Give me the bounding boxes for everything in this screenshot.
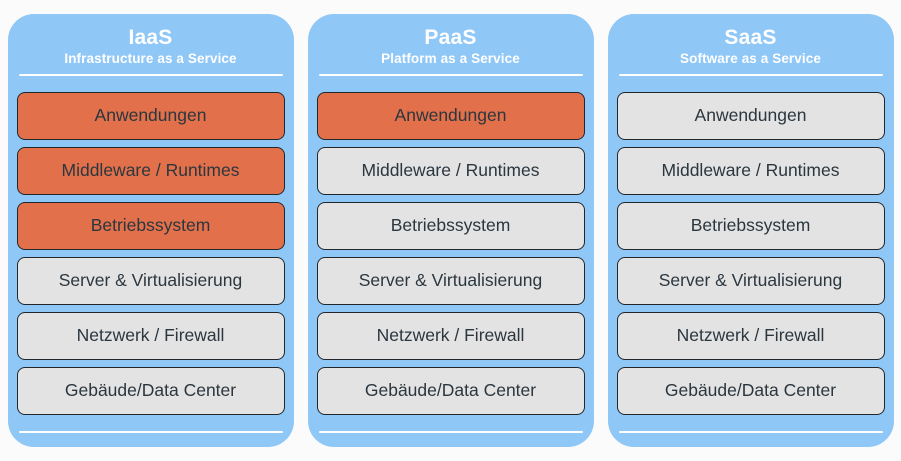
card-subtitle-paas: Platform as a Service xyxy=(381,51,520,66)
layer-row-betriebssystem-saas: Betriebssystem xyxy=(616,202,885,250)
layer-row-betriebssystem-iaas: Betriebssystem xyxy=(16,202,285,250)
layer-row-anwendungen-iaas: Anwendungen xyxy=(16,92,285,140)
layer-row-netzwerk-firewall-paas: Netzwerk / Firewall xyxy=(316,312,585,360)
card-title-paas: PaaS xyxy=(424,26,477,49)
card-header-paas: PaaS Platform as a Service xyxy=(317,14,585,68)
card-title-iaas: IaaS xyxy=(128,26,173,49)
header-divider-iaas xyxy=(18,74,283,76)
layer-row-anwendungen-saas: Anwendungen xyxy=(616,92,885,140)
footer-divider-saas xyxy=(618,431,883,433)
header-divider-paas xyxy=(318,74,583,76)
card-subtitle-saas: Software as a Service xyxy=(680,51,821,66)
layer-row-server-virtualisierung-saas: Server & Virtualisierung xyxy=(616,257,885,305)
layer-row-middleware-runtimes-paas: Middleware / Runtimes xyxy=(316,147,585,195)
card-footer-spacer-saas xyxy=(617,433,885,447)
footer-divider-paas xyxy=(318,431,583,433)
card-footer-spacer-paas xyxy=(317,433,585,447)
card-footer-spacer-iaas xyxy=(17,433,285,447)
layer-row-gebaeude-data-center-iaas: Gebäude/Data Center xyxy=(16,367,285,415)
layer-row-gebaeude-data-center-saas: Gebäude/Data Center xyxy=(616,367,885,415)
layer-stack-iaas: Anwendungen Middleware / Runtimes Betrie… xyxy=(16,76,285,431)
layer-row-anwendungen-paas: Anwendungen xyxy=(316,92,585,140)
footer-divider-iaas xyxy=(18,431,283,433)
layer-stack-paas: Anwendungen Middleware / Runtimes Betrie… xyxy=(316,76,585,431)
service-model-card-paas: PaaS Platform as a Service Anwendungen M… xyxy=(307,14,594,447)
header-divider-saas xyxy=(618,74,883,76)
service-model-card-iaas: IaaS Infrastructure as a Service Anwendu… xyxy=(7,14,294,447)
layer-row-gebaeude-data-center-paas: Gebäude/Data Center xyxy=(316,367,585,415)
layer-row-middleware-runtimes-iaas: Middleware / Runtimes xyxy=(16,147,285,195)
layer-row-middleware-runtimes-saas: Middleware / Runtimes xyxy=(616,147,885,195)
card-subtitle-iaas: Infrastructure as a Service xyxy=(64,51,237,66)
layer-row-server-virtualisierung-iaas: Server & Virtualisierung xyxy=(16,257,285,305)
layer-row-server-virtualisierung-paas: Server & Virtualisierung xyxy=(316,257,585,305)
layer-row-netzwerk-firewall-saas: Netzwerk / Firewall xyxy=(616,312,885,360)
layer-row-netzwerk-firewall-iaas: Netzwerk / Firewall xyxy=(16,312,285,360)
card-header-iaas: IaaS Infrastructure as a Service xyxy=(17,14,285,68)
layer-stack-saas: Anwendungen Middleware / Runtimes Betrie… xyxy=(616,76,885,431)
service-model-card-saas: SaaS Software as a Service Anwendungen M… xyxy=(607,14,894,447)
card-header-saas: SaaS Software as a Service xyxy=(617,14,885,68)
card-title-saas: SaaS xyxy=(724,26,777,49)
layer-row-betriebssystem-paas: Betriebssystem xyxy=(316,202,585,250)
